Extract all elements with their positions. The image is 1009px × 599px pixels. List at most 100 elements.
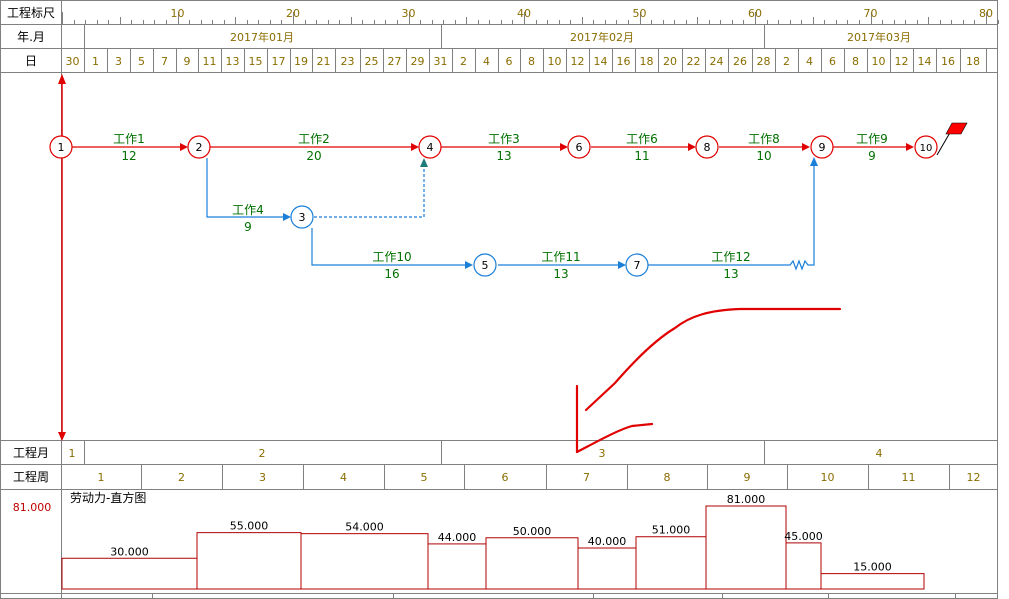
day-cell: 26: [733, 55, 747, 68]
day-cell: 18: [966, 55, 980, 68]
task-duration-4: 9: [244, 220, 252, 234]
task-duration-11: 13: [553, 267, 568, 281]
day-cell: 24: [710, 55, 724, 68]
histogram-value-label: 44.000: [438, 531, 477, 544]
task-duration-8: 10: [756, 149, 771, 163]
node-8[interactable]: 8: [695, 135, 719, 159]
day-cell: 21: [317, 55, 331, 68]
histogram-value-label: 40.000: [588, 535, 627, 548]
task-label-8[interactable]: 工作8: [748, 132, 780, 146]
node-4[interactable]: 4: [418, 135, 442, 159]
month-label: 2017年01月: [230, 30, 294, 44]
node-3[interactable]: 3: [290, 205, 314, 229]
project-week-cell: 3: [259, 471, 266, 484]
project-week-cell: 6: [502, 471, 509, 484]
project-week-cell: 1: [98, 471, 105, 484]
histogram-value-label: 50.000: [513, 525, 552, 538]
task-duration-1: 12: [121, 149, 136, 163]
node-5[interactable]: 5: [473, 253, 497, 277]
day-cell: 13: [226, 55, 240, 68]
histogram-value-label: 81.000: [727, 493, 766, 506]
day-cell: 2: [460, 55, 467, 68]
day-cell: 4: [806, 55, 813, 68]
histogram-title: 劳动力-直方图: [70, 490, 146, 505]
histogram-value-label: 51.000: [652, 524, 691, 537]
svg-text:6: 6: [576, 141, 583, 154]
day-cell: 5: [138, 55, 145, 68]
node-10[interactable]: 10: [914, 135, 938, 159]
task-duration-3: 13: [496, 149, 511, 163]
day-cell: 8: [528, 55, 535, 68]
day-cell: 31: [434, 55, 448, 68]
histogram-bar: [635, 536, 707, 590]
project-month-cell: 2: [259, 447, 266, 460]
task-label-1[interactable]: 工作1: [113, 132, 145, 146]
project-week-cell: 2: [178, 471, 185, 484]
task-label-12[interactable]: 工作12: [711, 250, 750, 264]
day-row-label: 日: [25, 54, 37, 68]
scale-tick-label: 10: [171, 7, 185, 20]
day-cell: 1: [92, 55, 99, 68]
histogram-bar: [196, 532, 302, 590]
task-label-9[interactable]: 工作9: [856, 132, 888, 146]
day-cell: 12: [895, 55, 909, 68]
svg-text:8: 8: [704, 141, 711, 154]
hand-drawn-arrow-annotation: [575, 307, 842, 454]
scale-tick-label: 30: [402, 7, 416, 20]
task-duration-12: 13: [723, 267, 738, 281]
month-label: 2017年03月: [847, 30, 911, 44]
day-cell: 14: [918, 55, 932, 68]
finish-flag-icon: [936, 122, 968, 156]
scale-tick-label: 70: [864, 7, 878, 20]
day-cell: 16: [941, 55, 955, 68]
bottom-strip: [0, 593, 998, 599]
project-month-cell: 3: [599, 447, 606, 460]
day-cell: 7: [161, 55, 168, 68]
task-label-2[interactable]: 工作2: [298, 132, 330, 146]
node-9[interactable]: 9: [810, 135, 834, 159]
histogram-bar: [300, 533, 429, 590]
day-cell: 16: [617, 55, 631, 68]
histogram-bar: [577, 547, 637, 590]
scale-tick-label: 20: [286, 7, 300, 20]
task-label-10[interactable]: 工作10: [372, 250, 411, 264]
task-label-4[interactable]: 工作4: [232, 203, 264, 217]
project-week-cell: 9: [744, 471, 751, 484]
node-6[interactable]: 6: [567, 135, 591, 159]
task-label-3[interactable]: 工作3: [488, 132, 520, 146]
day-cell: 18: [640, 55, 654, 68]
day-cell: 9: [184, 55, 191, 68]
project-month-cell: 4: [876, 447, 883, 460]
svg-text:9: 9: [819, 141, 826, 154]
task-label-11[interactable]: 工作11: [541, 250, 580, 264]
task-label-6[interactable]: 工作6: [626, 132, 658, 146]
project-week-cell: 10: [821, 471, 835, 484]
svg-text:10: 10: [920, 143, 933, 154]
task-duration-9: 9: [868, 149, 876, 163]
project-week-cell: 5: [421, 471, 428, 484]
scale-row-label: 工程标尺: [7, 5, 55, 20]
svg-text:2: 2: [196, 141, 203, 154]
day-cell: 17: [272, 55, 286, 68]
svg-text:1: 1: [58, 141, 65, 154]
histogram-bar: [705, 505, 787, 590]
day-cell: 27: [388, 55, 402, 68]
scale-tick-label: 60: [748, 7, 762, 20]
node-7[interactable]: 7: [625, 253, 649, 277]
node-2[interactable]: 2: [187, 135, 211, 159]
task-duration-2: 20: [306, 149, 321, 163]
project-week-cell: 7: [583, 471, 590, 484]
node-1[interactable]: 1: [49, 135, 73, 159]
critical-path: [72, 143, 914, 151]
day-cell: 20: [663, 55, 677, 68]
day-cell: 2: [783, 55, 790, 68]
day-cell: 6: [506, 55, 513, 68]
scale-tick-label: 80: [979, 7, 993, 20]
month-label: 2017年02月: [570, 30, 634, 44]
svg-text:4: 4: [427, 141, 434, 154]
